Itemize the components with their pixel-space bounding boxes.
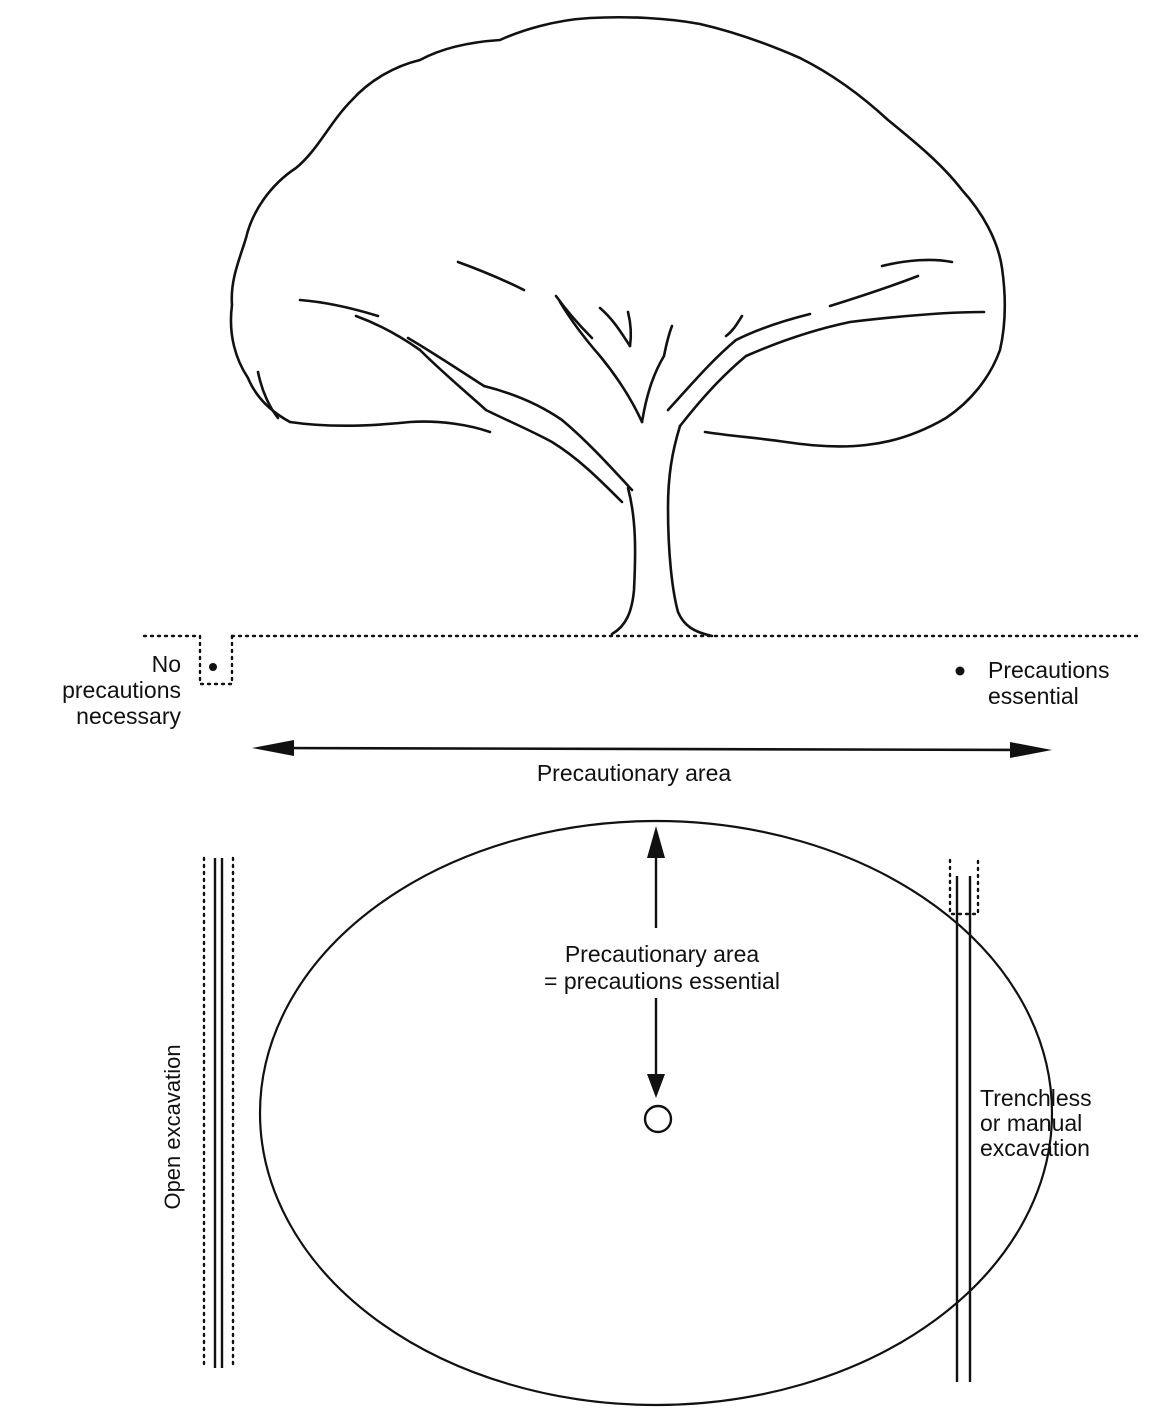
tree-branch-center-left-small bbox=[554, 294, 594, 340]
arrowhead-left bbox=[252, 740, 294, 756]
tree-branch-center bbox=[558, 300, 644, 424]
radius-arrowhead-down bbox=[647, 1074, 665, 1098]
no-precautions-label-line2: precautions bbox=[62, 677, 181, 703]
tree-branch-left-outer bbox=[354, 314, 488, 412]
trenchless-label-line1: Trenchless bbox=[980, 1085, 1092, 1111]
tree-branch-right-upper bbox=[666, 312, 812, 412]
tree-crown-base-left bbox=[288, 420, 492, 434]
precautions-essential-dot bbox=[955, 666, 965, 676]
precautions-essential-label-line1: Precautions bbox=[988, 657, 1109, 683]
trench-profile bbox=[198, 634, 234, 686]
arrowhead-right bbox=[1010, 742, 1052, 758]
tree-branch-center-split bbox=[598, 306, 632, 348]
tree-branch-center-main bbox=[640, 324, 674, 424]
tree-branch-center-fork bbox=[626, 310, 633, 348]
tree-trunk-right bbox=[666, 424, 714, 638]
precautions-essential-label-line2: essential bbox=[988, 683, 1079, 709]
trenchless-label-line2: or manual bbox=[980, 1110, 1082, 1136]
plan-area-label-line1: Precautionary area bbox=[565, 941, 760, 967]
no-precautions-label-line3: necessary bbox=[76, 703, 181, 729]
open-excavation-trench bbox=[202, 856, 235, 1370]
trenchless-trench bbox=[948, 858, 980, 1382]
tree-branch-left-lower bbox=[484, 408, 624, 504]
open-excavation-label: Open excavation bbox=[160, 1044, 185, 1209]
tree-trunk-plan bbox=[643, 1104, 673, 1134]
tree-crown-outline bbox=[229, 15, 1007, 448]
tree-branch-right-mid bbox=[724, 314, 744, 338]
precautionary-area-label: Precautionary area bbox=[537, 760, 732, 786]
tree-branch-left-upper bbox=[482, 384, 634, 492]
tree-branch-right-far bbox=[828, 274, 920, 308]
tree-branch-left-top bbox=[456, 260, 526, 292]
radius-arrowhead-up bbox=[647, 826, 665, 858]
radius-arrow bbox=[647, 826, 665, 1098]
trenchless-label-line3: excavation bbox=[980, 1135, 1090, 1161]
plan-area-label-line2: = precautions essential bbox=[544, 968, 780, 994]
trenchless-pit-outline bbox=[948, 858, 980, 916]
precautionary-area-arrow bbox=[252, 740, 1052, 758]
no-precautions-label-line1: No bbox=[152, 651, 181, 677]
tree-elevation bbox=[229, 15, 1007, 638]
tree-branch-left-far bbox=[406, 336, 486, 388]
ground-profile bbox=[142, 634, 1144, 686]
trench-marker-dot bbox=[209, 663, 217, 671]
tree-branch-right-top bbox=[880, 258, 954, 268]
tree-branch-left-small bbox=[298, 298, 380, 318]
tree-trunk-left bbox=[610, 486, 637, 636]
precautionary-area-circle bbox=[258, 819, 1054, 1407]
tree-crown-inner-left bbox=[256, 370, 280, 420]
tree-branch-right-lower bbox=[678, 310, 986, 428]
